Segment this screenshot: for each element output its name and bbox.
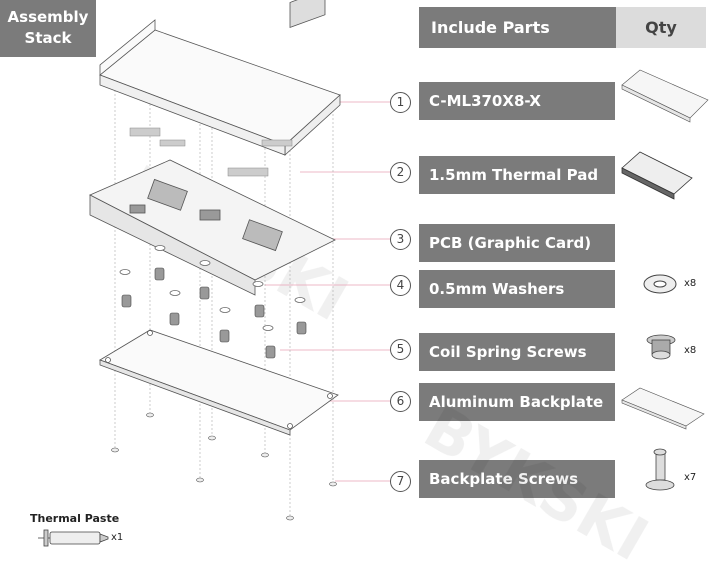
- svg-text:BYKSKI: BYKSKI: [413, 392, 660, 575]
- part-number-2: 2: [390, 162, 411, 183]
- part-number-5: 5: [390, 339, 411, 360]
- thumb-coil-spring-screw: [646, 334, 676, 360]
- part-label-4: 0.5mm Washers: [419, 270, 615, 308]
- qty-part-7: x7: [684, 472, 697, 483]
- qty-part-5: x8: [684, 345, 697, 356]
- thermal-paste-qty: x1: [111, 532, 124, 543]
- qty-header: Qty: [616, 7, 706, 48]
- part-number-6: 6: [390, 391, 411, 412]
- assembly-stack-title: Assembly Stack: [0, 0, 96, 57]
- part-number-7: 7: [390, 471, 411, 492]
- thumb-washer: [643, 274, 677, 294]
- thermal-paste-syringe: [38, 529, 109, 547]
- thumb-water-block: [621, 69, 709, 123]
- thermal-pads-part: [129, 127, 293, 177]
- water-block-part: [99, 0, 341, 156]
- coil-spring-screws-part: [121, 267, 307, 359]
- part-number-3: 3: [390, 229, 411, 250]
- thumb-backplate-screw: [645, 448, 675, 491]
- backplate-part: [99, 329, 339, 436]
- thermal-paste-label: Thermal Paste: [30, 512, 120, 525]
- thumb-backplate: [621, 387, 705, 430]
- title-line-1: Assembly: [7, 8, 89, 26]
- part-label-5: Coil Spring Screws: [419, 333, 615, 371]
- backplate-screws-part: [111, 412, 337, 521]
- part-label-2: 1.5mm Thermal Pad: [419, 156, 615, 194]
- part-label-6: Aluminum Backplate: [419, 383, 615, 421]
- include-parts-header: Include Parts: [419, 7, 616, 48]
- part-label-1: C-ML370X8-X: [419, 82, 615, 120]
- title-line-2: Stack: [24, 29, 72, 47]
- qty-part-4: x8: [684, 278, 697, 289]
- part-label-7: Backplate Screws: [419, 460, 615, 498]
- part-number-4: 4: [390, 275, 411, 296]
- pcb-part: [89, 159, 336, 296]
- part-number-1: 1: [390, 92, 411, 113]
- washers-part: [119, 245, 306, 331]
- thumb-thermal-pad: [621, 151, 693, 200]
- part-label-3: PCB (Graphic Card): [419, 224, 615, 262]
